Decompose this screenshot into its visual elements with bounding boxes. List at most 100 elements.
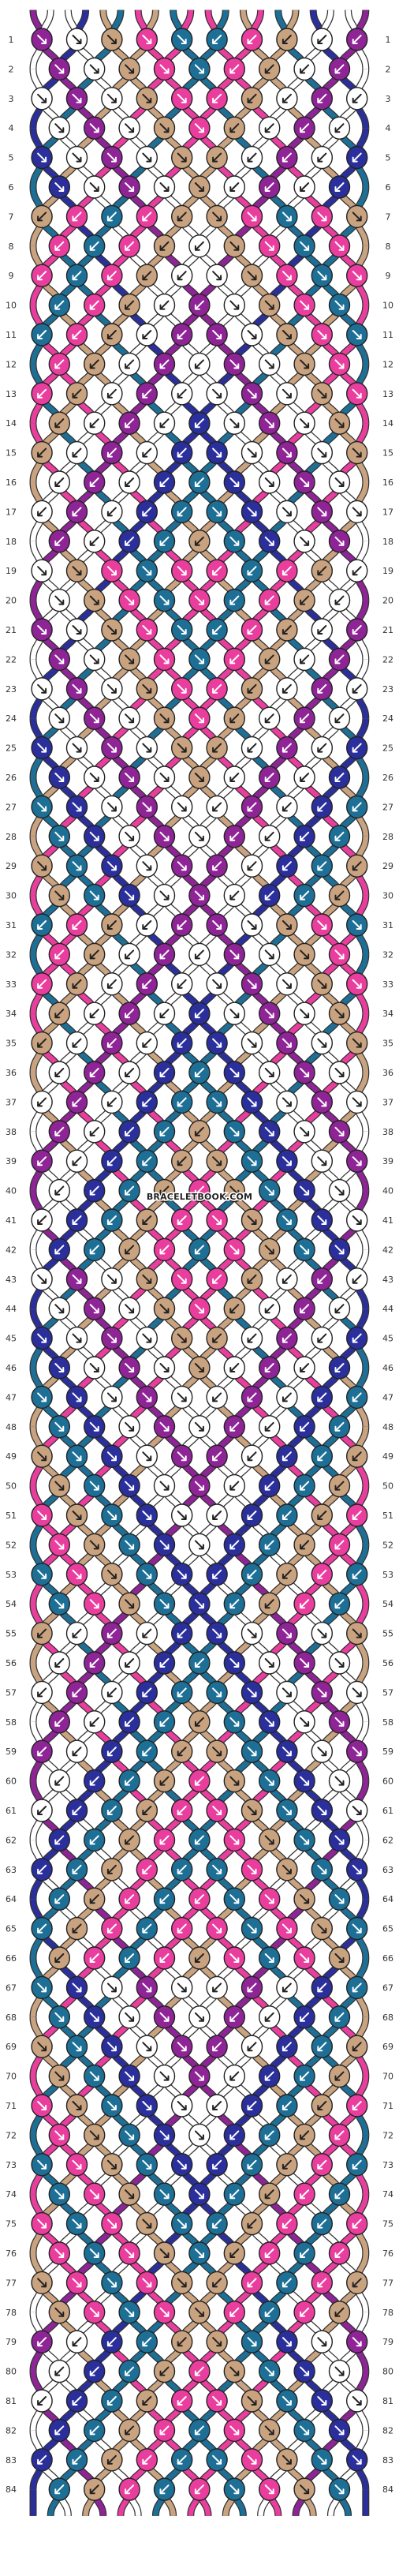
knot xyxy=(328,234,351,258)
knot xyxy=(276,382,298,406)
knot xyxy=(101,1326,123,1350)
knot xyxy=(31,736,53,760)
knot xyxy=(241,440,263,465)
knot xyxy=(188,1415,211,1439)
knot xyxy=(170,204,193,229)
knot xyxy=(188,766,211,789)
knot xyxy=(170,28,193,51)
knot xyxy=(311,500,333,524)
knot xyxy=(153,1002,176,1025)
knot xyxy=(259,1651,281,1675)
knot xyxy=(328,175,351,199)
knot xyxy=(188,352,211,376)
knot xyxy=(206,1385,228,1410)
knot xyxy=(83,942,106,967)
knot xyxy=(293,1178,315,1203)
knot xyxy=(188,1473,211,1498)
knot xyxy=(65,1090,88,1114)
knot xyxy=(241,736,263,760)
knot xyxy=(101,264,123,287)
knot xyxy=(311,913,333,937)
knot xyxy=(206,1563,228,1586)
knot xyxy=(83,706,106,730)
knot xyxy=(65,1149,88,1173)
knot xyxy=(118,942,140,967)
knot xyxy=(153,530,176,553)
knot xyxy=(328,57,351,81)
knot xyxy=(153,1356,176,1380)
knot xyxy=(118,352,140,376)
knot xyxy=(83,766,106,789)
knot xyxy=(188,1120,211,1144)
knot xyxy=(65,1444,88,1468)
knot xyxy=(31,1031,53,1055)
knot xyxy=(65,854,88,878)
knot xyxy=(346,1149,368,1173)
knot xyxy=(241,145,263,170)
knot xyxy=(65,559,88,582)
knot xyxy=(170,500,193,524)
knot xyxy=(328,1415,351,1439)
knot xyxy=(241,87,263,110)
knot xyxy=(328,116,351,140)
knot xyxy=(311,1267,333,1291)
knot xyxy=(83,1415,106,1439)
knot xyxy=(65,1621,88,1646)
knot xyxy=(153,1473,176,1498)
knot xyxy=(83,1178,106,1203)
knot xyxy=(223,1002,245,1025)
knot xyxy=(170,1563,193,1586)
knot xyxy=(101,1031,123,1055)
knot xyxy=(136,1444,158,1468)
knot xyxy=(259,1297,281,1320)
knot xyxy=(136,1267,158,1291)
knot xyxy=(241,1621,263,1646)
knot xyxy=(206,323,228,346)
knot xyxy=(276,28,298,51)
knot xyxy=(328,1120,351,1144)
knot xyxy=(223,706,245,730)
knot xyxy=(170,854,193,878)
knot xyxy=(101,736,123,760)
knot xyxy=(293,1002,315,1025)
knot xyxy=(311,28,333,51)
knot xyxy=(293,766,315,789)
knot xyxy=(328,293,351,317)
knot xyxy=(328,470,351,494)
knot xyxy=(328,352,351,376)
knot xyxy=(65,618,88,642)
knot xyxy=(346,28,368,51)
knot xyxy=(118,1533,140,1557)
knot xyxy=(241,204,263,229)
knot xyxy=(276,1090,298,1114)
knot xyxy=(206,1208,228,1232)
knot xyxy=(206,1267,228,1291)
knot xyxy=(170,1326,193,1350)
knot xyxy=(83,293,106,317)
knot xyxy=(153,175,176,199)
knot xyxy=(311,795,333,819)
knot xyxy=(223,1356,245,1380)
knot xyxy=(188,1237,211,1262)
knot xyxy=(328,1002,351,1025)
knot xyxy=(206,382,228,406)
knot xyxy=(206,204,228,229)
knot xyxy=(153,1592,176,1616)
knot xyxy=(188,175,211,199)
knot xyxy=(346,854,368,878)
knot xyxy=(328,1592,351,1616)
knot xyxy=(293,706,315,730)
knot xyxy=(101,677,123,701)
knot xyxy=(223,352,245,376)
knot xyxy=(328,883,351,908)
knot xyxy=(346,1621,368,1646)
knot xyxy=(170,264,193,287)
knot xyxy=(153,1237,176,1262)
knot xyxy=(31,1680,53,1705)
knot xyxy=(65,87,88,110)
knot xyxy=(328,825,351,848)
knot xyxy=(101,500,123,524)
knot xyxy=(223,883,245,908)
knot xyxy=(31,677,53,701)
knot xyxy=(188,1356,211,1380)
